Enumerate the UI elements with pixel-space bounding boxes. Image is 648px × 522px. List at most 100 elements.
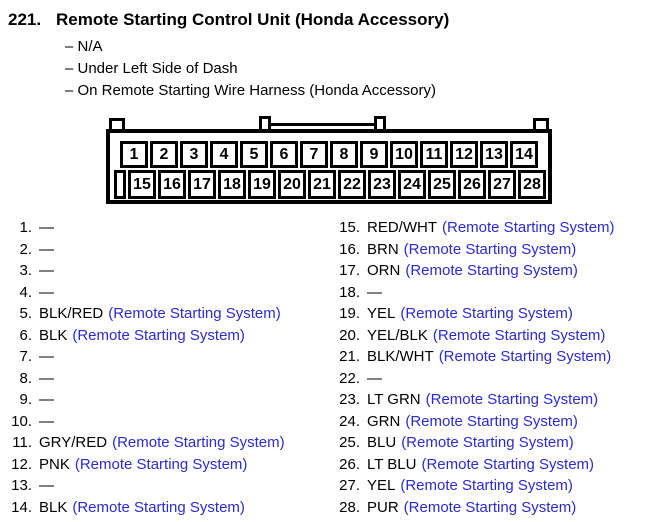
pin-number: 15. — [339, 219, 360, 236]
system-link[interactable]: (Remote Starting System) — [442, 219, 615, 236]
connector-latch-post-right — [374, 116, 386, 133]
pin-cell: 27 — [488, 170, 516, 199]
system-link[interactable]: (Remote Starting System) — [432, 326, 606, 344]
pin-number: 20. — [339, 326, 360, 344]
pin-row: 3.— — [6, 260, 334, 282]
note-line: – N/A — [65, 38, 103, 55]
note-line: – On Remote Starting Wire Harness (Honda… — [65, 82, 436, 99]
system-link[interactable]: (Remote Starting System) — [72, 498, 245, 516]
pin-row: 2.— — [6, 239, 334, 261]
pin-number: 7. — [19, 348, 32, 365]
system-link[interactable]: (Remote Starting System) — [400, 305, 573, 322]
pin-number: 24. — [339, 412, 360, 430]
header: 221. Remote Starting Control Unit (Honda… — [0, 0, 648, 102]
section-number: 221. — [8, 10, 42, 29]
pin-cell: 7 — [300, 141, 328, 168]
pin-number: 4. — [19, 283, 32, 301]
pin-row: 12.PNK(Remote Starting System) — [6, 454, 334, 476]
pin-row: 23. LT GRN(Remote Starting System) — [334, 389, 615, 411]
pin-cell: 21 — [308, 170, 336, 199]
wire-color: — — [39, 283, 54, 301]
pin-cell: 2 — [150, 141, 178, 168]
pin-cell: 15 — [128, 170, 156, 199]
page-title: Remote Starting Control Unit (Honda Acce… — [56, 10, 450, 29]
system-link[interactable]: (Remote Starting System) — [405, 412, 578, 430]
pin-number: 27. — [339, 477, 360, 494]
pin-row: 15.RED/WHT(Remote Starting System) — [334, 217, 615, 239]
system-link[interactable]: (Remote Starting System) — [425, 391, 599, 408]
pin-number: 18. — [339, 283, 360, 301]
pin-number: 6. — [19, 326, 32, 344]
wire-color: BLK — [39, 326, 68, 344]
pin-number: 28. — [339, 498, 360, 516]
connector-diagram: 1 2 3 4 5 6 7 8 9 10 11 12 13 14 15 16 1… — [106, 116, 552, 204]
pin-row: 22.— — [334, 368, 615, 390]
location-notes: – N/A – Under Left Side of Dash – On Rem… — [65, 36, 648, 102]
wire-color: PUR — [367, 498, 399, 516]
pin-number: 9. — [19, 391, 32, 408]
pin-number: 5. — [19, 305, 32, 322]
pin-assignment-lists: 1.— 2.— 3.— 4.— 5.BLK/RED(Remote Startin… — [0, 217, 648, 518]
pin-row: 7. — — [6, 346, 334, 368]
pin-number: 10. — [11, 412, 32, 430]
pin-row: 18.— — [334, 282, 615, 304]
pin-row: 20. YEL/BLK(Remote Starting System) — [334, 325, 615, 347]
system-link[interactable]: (Remote Starting System) — [74, 455, 248, 473]
system-link[interactable]: (Remote Starting System) — [400, 477, 573, 494]
pin-cell: 10 — [390, 141, 418, 168]
pin-row: 28. PUR(Remote Starting System) — [334, 497, 615, 519]
pin-number: 1. — [19, 219, 32, 236]
system-link[interactable]: (Remote Starting System) — [401, 434, 574, 451]
wire-color: GRN — [367, 412, 401, 430]
pin-number: 23. — [339, 391, 360, 408]
wire-color: — — [39, 240, 54, 258]
wire-color: ORN — [367, 262, 401, 279]
connector-bottom-row: 15 16 17 18 19 20 21 22 23 24 25 26 27 2… — [114, 170, 548, 199]
system-link[interactable]: (Remote Starting System) — [421, 455, 595, 473]
note-line: – Under Left Side of Dash — [65, 60, 238, 77]
pin-row: 11.GRY/RED(Remote Starting System) — [6, 432, 334, 454]
system-link[interactable]: (Remote Starting System) — [403, 498, 577, 516]
pin-row: 19.YEL(Remote Starting System) — [334, 303, 615, 325]
pin-row: 9.— — [6, 389, 334, 411]
pin-number: 13. — [11, 477, 32, 494]
system-link[interactable]: (Remote Starting System) — [72, 326, 245, 344]
wire-color: YEL — [367, 477, 396, 494]
pin-cell: 12 — [450, 141, 478, 168]
wire-color: — — [39, 348, 54, 365]
system-link[interactable]: (Remote Starting System) — [112, 434, 285, 451]
pin-row: 8.— — [6, 368, 334, 390]
pin-row: 4. — — [6, 282, 334, 304]
wire-color: BLK — [39, 498, 68, 516]
pin-row: 27. YEL(Remote Starting System) — [334, 475, 615, 497]
wire-color: — — [39, 369, 54, 387]
wire-color: YEL/BLK — [367, 326, 428, 344]
pin-cell: 8 — [330, 141, 358, 168]
pin-cell-blank — [114, 170, 126, 199]
section-title-row: 221. Remote Starting Control Unit (Honda… — [8, 9, 648, 30]
system-link[interactable]: (Remote Starting System) — [403, 240, 577, 258]
pin-row: 26.LT BLU(Remote Starting System) — [334, 454, 615, 476]
pin-number: 25. — [339, 434, 360, 451]
wire-color: BLK/WHT — [367, 348, 434, 365]
pin-number: 12. — [11, 455, 32, 473]
system-link[interactable]: (Remote Starting System) — [108, 305, 281, 322]
pin-row: 5. BLK/RED(Remote Starting System) — [6, 303, 334, 325]
wire-color: — — [39, 219, 54, 236]
system-link[interactable]: (Remote Starting System) — [438, 348, 612, 365]
pin-row: 10. — — [6, 411, 334, 433]
pin-number: 17. — [339, 262, 360, 279]
wire-color: — — [39, 412, 54, 430]
pin-list-right: 15.RED/WHT(Remote Starting System) 16.BR… — [334, 217, 615, 519]
pin-cell: 4 — [210, 141, 238, 168]
system-link[interactable]: (Remote Starting System) — [405, 262, 578, 279]
pin-number: 22. — [339, 369, 360, 387]
pin-row: 13.— — [6, 475, 334, 497]
pin-cell: 22 — [338, 170, 366, 199]
pin-cell: 5 — [240, 141, 268, 168]
wire-color: BLU — [367, 434, 397, 451]
wire-color: BLK/RED — [39, 305, 104, 322]
wire-color: LT GRN — [367, 391, 421, 408]
pin-cell: 13 — [480, 141, 508, 168]
pin-cell: 20 — [278, 170, 306, 199]
